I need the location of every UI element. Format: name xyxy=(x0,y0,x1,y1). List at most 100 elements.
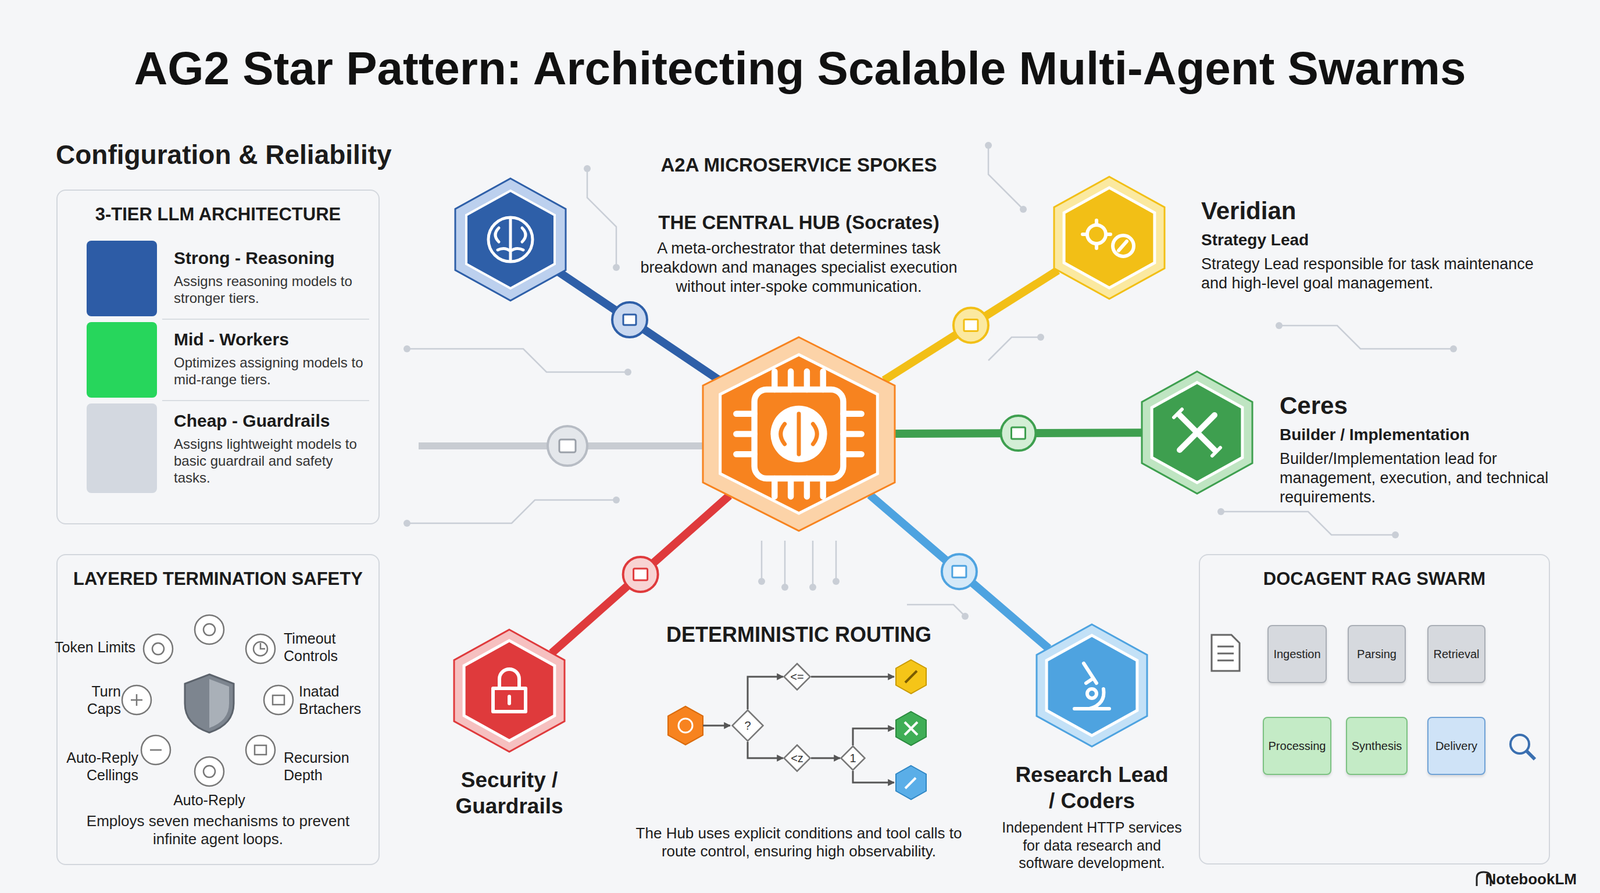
icon-stroke xyxy=(780,413,818,455)
tier-row: Cheap - GuardrailsAssigns lightweight mo… xyxy=(86,403,370,494)
icon-stroke xyxy=(1082,220,1111,249)
agent-text: Research Lead / CodersIndependent HTTP s… xyxy=(993,761,1191,873)
label-text: Token Limits xyxy=(54,638,136,656)
icon-stroke xyxy=(507,696,512,704)
termination-glyphs-part xyxy=(130,694,143,706)
trace-dots-part xyxy=(758,577,766,585)
agent-hexagon: THE CENTRAL HUB (Socrates)A meta-orchest… xyxy=(702,337,895,531)
shield-icon-part xyxy=(184,674,234,733)
stage-box: Synthesis xyxy=(1345,716,1409,775)
label-text: A2A MICROSERVICE SPOKES xyxy=(661,153,938,177)
brain-spoke-part xyxy=(488,217,533,262)
magnifier-icon xyxy=(1510,734,1535,760)
brain-spoke-part xyxy=(466,190,555,289)
circuit-traces-part xyxy=(761,540,837,588)
agent-hexagon: VeridianStrategy LeadStrategy Lead respo… xyxy=(1054,176,1165,299)
hexagon-icon xyxy=(493,669,526,712)
node-body: Builder/Implementation lead for manageme… xyxy=(1279,449,1571,507)
node-heading: 3-TIER LLM ARCHITECTURE xyxy=(64,203,372,226)
circuit-traces-part xyxy=(1220,511,1396,535)
node-heading: Research Lead / Coders xyxy=(1015,761,1170,814)
termination-glyphs-part xyxy=(254,745,267,755)
agent-text: Security / Guardrails xyxy=(436,766,582,820)
hexagon-icon xyxy=(1074,663,1110,709)
node-heading: <= xyxy=(790,669,804,684)
routing-arrow xyxy=(747,741,784,759)
node-heading: Veridian xyxy=(1201,195,1539,226)
termination-glyphs-part xyxy=(152,643,164,655)
decision-diamond: <= xyxy=(783,662,812,691)
node-heading: Processing xyxy=(1268,738,1327,753)
label-text: NotebookLM xyxy=(1485,870,1577,889)
diamond-outline xyxy=(841,746,866,771)
magnifier-icon-part xyxy=(1526,751,1535,760)
trace-dots-part xyxy=(612,263,620,271)
termination-glyphs-part xyxy=(272,695,285,705)
routing-flow-part xyxy=(668,706,703,745)
trace-dots-part xyxy=(612,496,620,504)
diamond-outline xyxy=(784,745,811,772)
icon-stroke xyxy=(1112,235,1134,257)
wire-badge xyxy=(623,556,659,592)
icon-stroke xyxy=(1074,663,1110,709)
termination-icons-part xyxy=(141,735,171,765)
routing-flow-part xyxy=(811,676,895,678)
stage-box: Processing xyxy=(1262,716,1332,775)
routing-flow-part xyxy=(904,722,918,735)
trace-dots-part xyxy=(583,165,591,173)
badge-folder xyxy=(952,565,967,578)
hexagon-shape xyxy=(1036,624,1148,747)
termination-icons-part xyxy=(245,735,275,765)
tier-row: Strong - ReasoningAssigns reasoning mode… xyxy=(86,240,370,317)
document-icon xyxy=(1211,634,1240,671)
icon-stroke xyxy=(499,669,520,689)
node-heading: ? xyxy=(744,718,751,733)
icon-stroke xyxy=(1087,225,1106,244)
trace-dots-part xyxy=(1217,508,1225,516)
routing-flow-part xyxy=(678,718,693,733)
stage-box: Retrieval xyxy=(1427,625,1486,684)
node-heading: Synthesis xyxy=(1351,738,1403,753)
routing-flow-part xyxy=(702,725,731,727)
node-body: A meta-orchestrator that determines task… xyxy=(636,238,962,297)
node-body: Assigns reasoning models to stronger tie… xyxy=(173,272,367,307)
hexagon-shape xyxy=(1141,371,1253,494)
routing-flow-part xyxy=(895,765,927,800)
node-heading: Parsing xyxy=(1356,647,1397,662)
trace-dots-part xyxy=(1275,322,1283,330)
icon-stroke xyxy=(493,688,526,712)
separator-line xyxy=(162,318,370,320)
stage-box: Ingestion xyxy=(1267,625,1327,684)
hexagon-icon xyxy=(736,371,862,497)
termination-icons-part xyxy=(263,685,294,715)
brain-spoke-part-part xyxy=(488,217,533,262)
badge-circle xyxy=(941,554,977,589)
node-body: Employs seven mechanisms to prevent infi… xyxy=(80,812,356,849)
document-icon-part xyxy=(1217,646,1234,661)
badge-folder xyxy=(1011,427,1026,439)
agent-hexagon: Research Lead / CodersIndependent HTTP s… xyxy=(1036,624,1148,747)
tier-text: Cheap - GuardrailsAssigns lightweight mo… xyxy=(173,410,367,487)
agent-hexagon: Security / Guardrails xyxy=(454,629,565,752)
node-heading: Cheap - Guardrails xyxy=(173,410,367,432)
node-heading: 1 xyxy=(849,751,856,766)
hexagon-inner xyxy=(1046,635,1138,736)
label-text: Timeout Controls xyxy=(283,629,371,665)
termination-glyphs-part xyxy=(253,641,268,656)
badge-circle xyxy=(953,307,989,343)
hexagon-inner xyxy=(1151,382,1243,483)
hexagon-outer xyxy=(454,629,565,752)
hexagon-outer xyxy=(1036,624,1148,747)
node-body: Optimizes assigning models to mid-range … xyxy=(173,354,367,389)
node-heading: Mid - Workers xyxy=(173,329,367,351)
icon-stroke xyxy=(1087,688,1097,699)
label-text: Inatad Brtachers xyxy=(298,682,375,718)
agent-text: VeridianStrategy LeadStrategy Lead respo… xyxy=(1201,195,1539,294)
document-icon-part xyxy=(1211,634,1240,671)
decision-diamond: 1 xyxy=(840,745,866,771)
grey-spoke xyxy=(418,426,703,466)
grey-spoke-part xyxy=(559,439,576,453)
termination-glyphs-part xyxy=(203,623,216,636)
decision-diamond: <z xyxy=(783,744,812,773)
